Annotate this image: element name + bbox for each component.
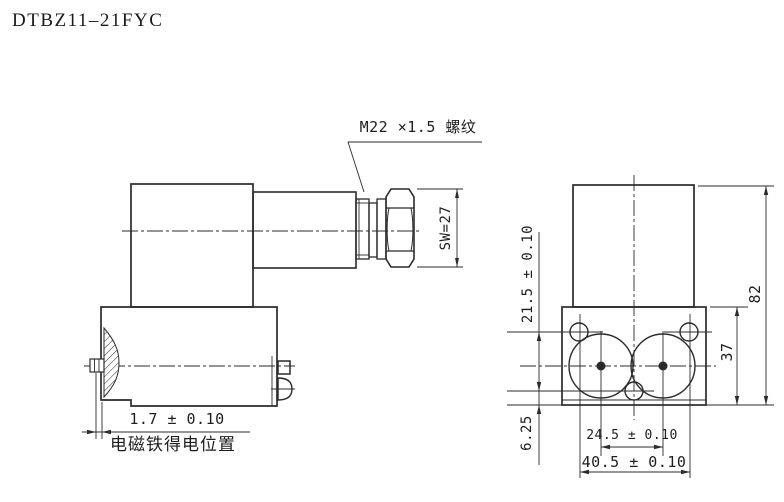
body-height-label: 37 bbox=[718, 342, 736, 362]
overall-height-label: 82 bbox=[746, 284, 764, 304]
drawing-title: DTBZ11–21FYC bbox=[12, 10, 164, 31]
port-spacing-dimension-lines bbox=[601, 444, 663, 450]
tube-outline bbox=[252, 191, 357, 269]
valve-body-side bbox=[100, 306, 278, 407]
thread-label: M22 ×1.5 螺纹 bbox=[359, 118, 477, 136]
hole-spacing-dimension-lines bbox=[536, 232, 542, 465]
side-view bbox=[82, 141, 482, 439]
thread-leader bbox=[347, 141, 482, 193]
mount-spacing-label: 40.5 ± 0.10 bbox=[581, 453, 687, 471]
wrench-dimension-lines bbox=[417, 188, 463, 268]
thread-section bbox=[355, 198, 370, 260]
vertical-hole-spacing-label: 21.5 ± 0.10 bbox=[520, 224, 536, 324]
wrench-size-label: SW=27 bbox=[438, 205, 454, 251]
thread-collar bbox=[368, 202, 378, 258]
valve-body-front bbox=[561, 306, 707, 406]
coil-outline bbox=[130, 183, 254, 308]
hex-nut bbox=[385, 188, 415, 268]
energized-position-label: 电磁铁得电位置 bbox=[110, 435, 236, 455]
overall-height-dimension-lines bbox=[698, 185, 774, 406]
body-height-dimension-lines bbox=[710, 306, 748, 405]
coil-front-outline bbox=[572, 184, 695, 308]
port-spacing-label: 24.5 ± 0.10 bbox=[586, 428, 678, 443]
nut-spacer bbox=[376, 198, 387, 260]
connector-tab bbox=[277, 360, 291, 375]
bottom-offset-label: 6.25 bbox=[519, 415, 535, 451]
stroke-dimension-lines bbox=[82, 373, 250, 439]
armature-hatch bbox=[103, 326, 120, 399]
front-view bbox=[507, 175, 774, 478]
stroke-dimension-label: 1.7 ± 0.10 bbox=[129, 410, 225, 428]
armature-pin bbox=[89, 358, 105, 373]
mount-spacing-dimension-lines bbox=[580, 469, 690, 475]
